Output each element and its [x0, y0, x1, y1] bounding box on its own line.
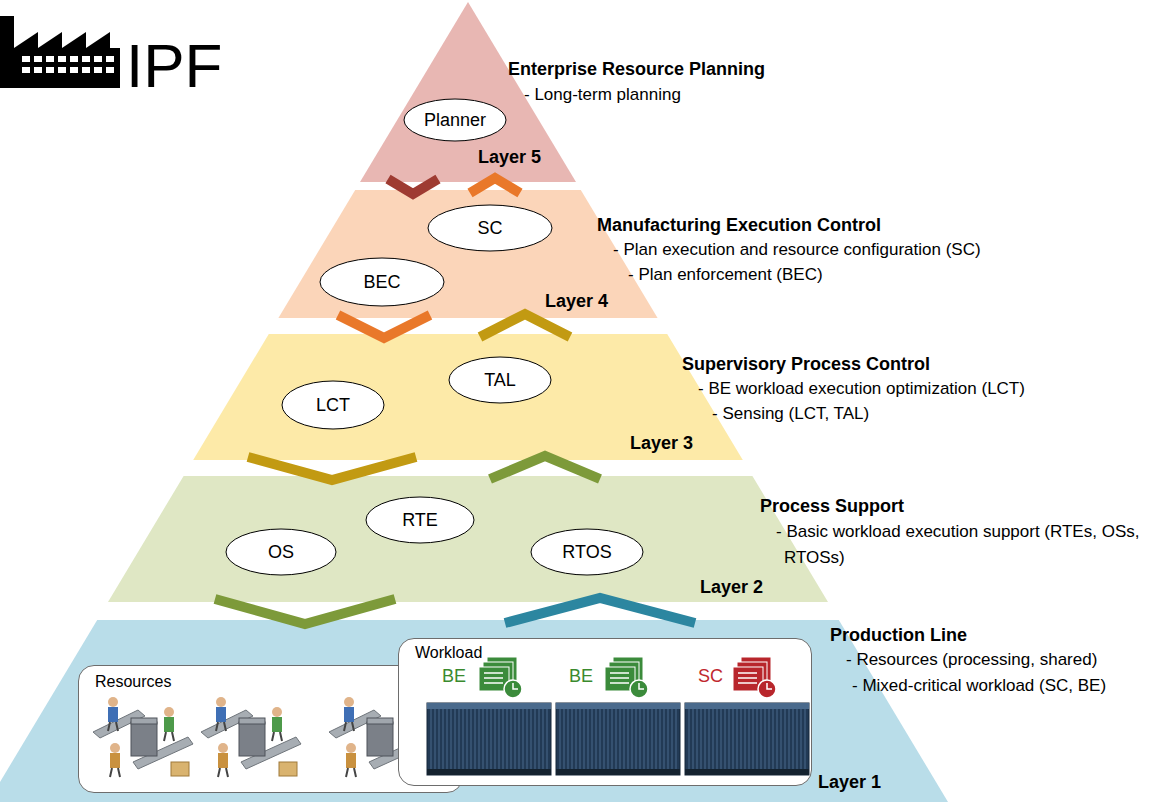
shipping-container — [556, 703, 680, 775]
component-name: TAL — [484, 369, 516, 391]
component-name: OS — [268, 541, 294, 563]
component-ellipse: TAL — [448, 356, 552, 404]
layer-description: - Mixed-critical workload (SC, BE) — [852, 675, 1106, 697]
worker — [216, 697, 226, 731]
layer-description: - Basic workload execution support (RTEs… — [776, 519, 1144, 571]
layer-band: Supervisory Process Control - BE workload… — [0, 334, 1163, 460]
layer-heading: Manufacturing Execution Control — [597, 214, 881, 236]
layer-band: Process Support- Basic workload executio… — [0, 476, 1163, 602]
shipping-container — [685, 703, 809, 775]
task-icon — [733, 657, 776, 698]
layer-heading: Production Line — [830, 624, 967, 646]
worker — [272, 707, 282, 741]
task-icon — [605, 657, 648, 698]
factory-body — [14, 32, 120, 88]
flow-chevron — [490, 456, 600, 479]
flow-chevron — [388, 179, 438, 194]
worker — [164, 707, 174, 741]
worker — [108, 697, 118, 731]
component-name: LCT — [316, 394, 350, 416]
parcel — [279, 762, 297, 776]
flow-chevron — [505, 598, 695, 623]
parcel — [171, 762, 189, 776]
component-name: SC — [477, 217, 502, 239]
component-ellipse: RTE — [365, 496, 475, 544]
layer-band: Enterprise Resource Planning - Long-term … — [0, 2, 1163, 182]
layer-description: - Plan enforcement (BEC) — [628, 264, 823, 286]
layer-band: Manufacturing Execution Control - Plan ex… — [0, 190, 1163, 318]
task-icon — [479, 657, 522, 698]
component-name: RTOS — [562, 541, 611, 563]
layer-heading: Layer 5 — [478, 146, 541, 168]
factory-logo-icon — [0, 0, 130, 96]
worker — [344, 697, 354, 731]
shipping-container — [427, 703, 551, 775]
component-name: BEC — [363, 271, 400, 293]
component-ellipse: Planner — [403, 98, 507, 142]
component-name: RTE — [402, 509, 438, 531]
flow-chevron — [470, 178, 520, 193]
machine — [239, 722, 265, 756]
machine — [367, 722, 393, 756]
component-ellipse: OS — [225, 528, 337, 576]
panel-title: Workload — [415, 642, 482, 664]
machine-top — [131, 718, 157, 724]
layer-heading: Layer 2 — [700, 576, 763, 598]
layer-description: - BE workload execution optimization (LC… — [698, 378, 1025, 400]
layer-description: - Resources (processing, shared) — [846, 649, 1097, 671]
layer-description: - Sensing (LCT, TAL) — [712, 403, 869, 425]
flow-chevron — [248, 457, 416, 480]
flow-chevron — [338, 315, 430, 338]
layer-heading: Supervisory Process Control — [682, 353, 930, 375]
worker — [110, 743, 120, 777]
component-name: Planner — [424, 109, 486, 131]
layer-description: - Plan execution and resource configurat… — [613, 239, 981, 261]
workload-panel: Workload — [398, 638, 812, 786]
layer-heading: Enterprise Resource Planning — [508, 58, 765, 80]
component-ellipse: BEC — [319, 257, 445, 307]
layer-heading: Layer 1 — [818, 771, 881, 793]
layer-description: - Long-term planning — [524, 84, 681, 106]
chimney — [0, 16, 14, 88]
flow-chevron — [215, 599, 395, 624]
factory-windows — [22, 56, 114, 73]
flow-chevron — [480, 314, 570, 337]
layer-band: Production Line - Resources (processing, … — [0, 620, 1163, 802]
component-ellipse: LCT — [281, 380, 385, 430]
panel-title: Resources — [95, 671, 171, 693]
layer-heading: Process Support — [760, 495, 904, 517]
logo-text: IPF — [126, 35, 222, 97]
machine — [131, 722, 157, 756]
worker — [218, 743, 228, 777]
layer-heading: Layer 3 — [630, 432, 693, 454]
component-ellipse: RTOS — [530, 528, 644, 576]
machine-top — [367, 718, 393, 724]
machine-top — [239, 718, 265, 724]
layer-heading: Layer 4 — [545, 290, 608, 312]
component-ellipse: SC — [427, 204, 553, 252]
worker — [346, 743, 356, 777]
